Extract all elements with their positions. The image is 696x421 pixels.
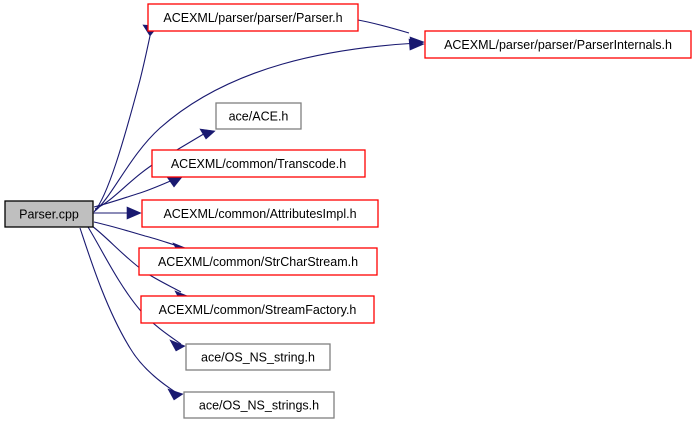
node-box-ace_h[interactable]	[215, 102, 302, 130]
graph-node-os_ns_strings_h[interactable]: ace/OS_NS_strings.h	[183, 391, 335, 419]
node-label-parser_internals_h: ACEXML/parser/parser/ParserInternals.h	[444, 38, 672, 52]
edge-layer	[79, 19, 419, 396]
node-label-root: Parser.cpp	[19, 207, 79, 221]
node-box-os_ns_strings_h[interactable]	[183, 391, 335, 419]
arrow-to-parser-internals-from-parser-h	[408, 38, 425, 51]
node-label-streamfactory_h: ACEXML/common/StreamFactory.h	[159, 303, 357, 317]
node-box-parser_h[interactable]	[147, 3, 359, 32]
edge-parser-h-to-parser-internals-h	[357, 19, 410, 34]
node-box-strcharstream_h[interactable]	[138, 247, 378, 276]
graph-node-parser_internals_h[interactable]: ACEXML/parser/parser/ParserInternals.h	[424, 30, 692, 59]
node-box-transcode_h[interactable]	[151, 149, 366, 178]
arrow-to-attributesimpl-h	[126, 206, 142, 220]
arrow-to-ace-h	[199, 128, 216, 140]
node-label-attributesimpl_h: ACEXML/common/AttributesImpl.h	[163, 207, 356, 221]
node-label-os_ns_strings_h: ace/OS_NS_strings.h	[199, 398, 319, 412]
node-box-os_ns_string_h[interactable]	[185, 343, 331, 371]
arrow-to-os-ns-string-h	[169, 339, 186, 352]
graph-node-parser_h[interactable]: ACEXML/parser/parser/Parser.h	[147, 3, 359, 32]
edge-root-to-strcharstream-h	[93, 221, 179, 247]
node-label-strcharstream_h: ACEXML/common/StrCharStream.h	[158, 255, 358, 269]
node-layer: Parser.cpp ACEXML/parser/parser/Parser.hA…	[4, 3, 692, 419]
graph-node-ace_h[interactable]: ace/ACE.h	[215, 102, 302, 130]
graph-node-streamfactory_h[interactable]: ACEXML/common/StreamFactory.h	[140, 295, 375, 324]
node-box-attributesimpl_h[interactable]	[141, 199, 379, 228]
edge-root-to-os-ns-string-h	[87, 226, 182, 345]
graph-node-attributesimpl_h[interactable]: ACEXML/common/AttributesImpl.h	[141, 199, 379, 228]
edge-root-to-parser-h	[93, 35, 151, 213]
graph-node-root: Parser.cpp	[4, 200, 94, 228]
node-label-parser_h: ACEXML/parser/parser/Parser.h	[163, 11, 342, 25]
node-box-parser_internals_h[interactable]	[424, 30, 692, 59]
graph-node-transcode_h[interactable]: ACEXML/common/Transcode.h	[151, 149, 366, 178]
edge-root-to-parser-internals-h	[94, 42, 419, 212]
edge-root-to-transcode-h	[93, 179, 174, 208]
node-label-ace_h: ace/ACE.h	[229, 109, 289, 123]
node-label-transcode_h: ACEXML/common/Transcode.h	[171, 157, 346, 171]
graph-node-os_ns_string_h[interactable]: ace/OS_NS_string.h	[185, 343, 331, 371]
node-label-os_ns_string_h: ace/OS_NS_string.h	[201, 350, 315, 364]
edge-root-to-os-ns-strings-h	[79, 227, 181, 396]
graph-node-strcharstream_h[interactable]: ACEXML/common/StrCharStream.h	[138, 247, 378, 276]
node-box-streamfactory_h[interactable]	[140, 295, 375, 324]
node-box-root	[4, 200, 94, 228]
arrow-to-os-ns-strings-h	[167, 388, 184, 401]
